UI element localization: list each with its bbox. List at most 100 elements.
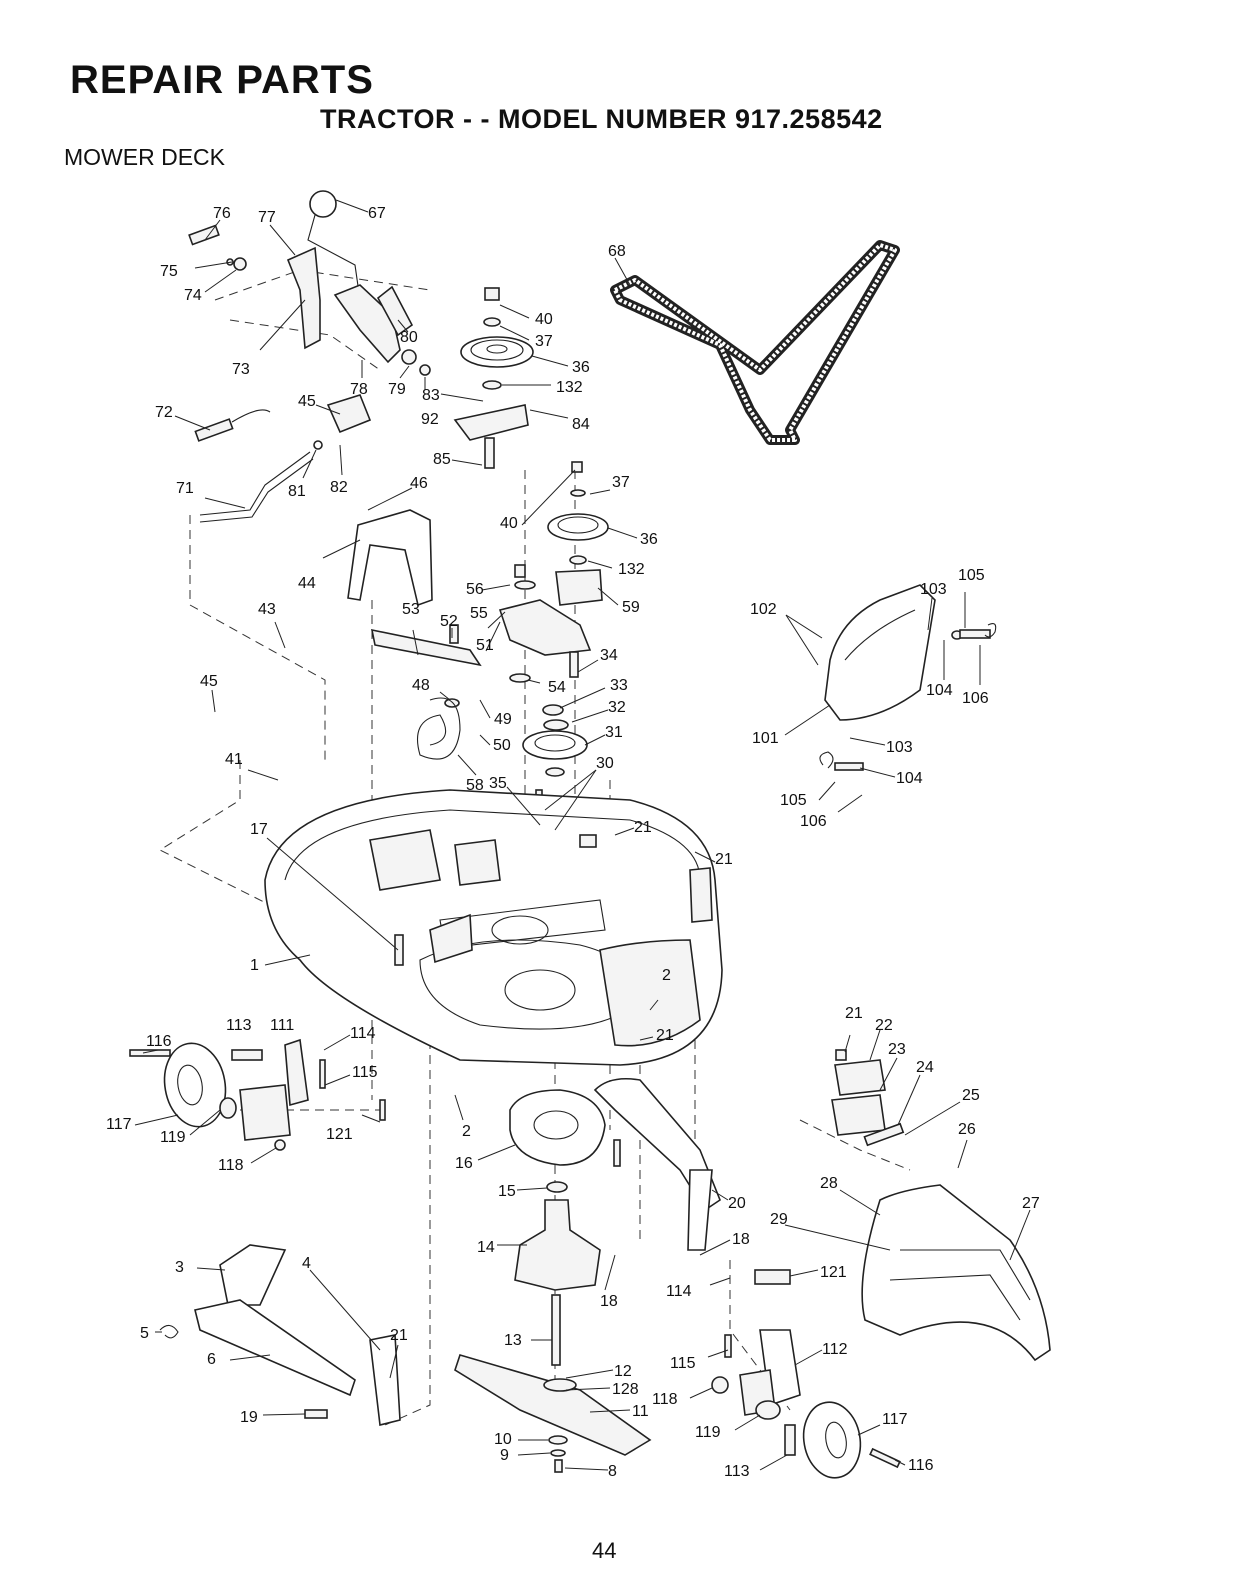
callout-55: 55 (470, 605, 488, 622)
callout-27: 27 (1022, 1195, 1040, 1212)
callout-67: 67 (368, 205, 386, 222)
callout-48: 48 (412, 677, 430, 694)
callout-59: 59 (622, 599, 640, 616)
callout-128: 128 (612, 1381, 639, 1398)
callout-5: 5 (140, 1325, 149, 1342)
callout-118-right: 118 (652, 1391, 678, 1408)
callout-75: 75 (160, 263, 178, 280)
idler-pulley-stack-lower (514, 461, 609, 606)
callout-45-lower: 45 (200, 673, 218, 690)
callout-34: 34 (600, 647, 618, 664)
callout-18-right: 18 (732, 1231, 750, 1248)
gauge-wheel-left (129, 1038, 386, 1151)
callout-78: 78 (350, 381, 368, 398)
callout-37-upper: 37 (535, 333, 553, 350)
callout-15: 15 (498, 1183, 516, 1200)
callout-labels: 76 77 67 75 74 73 80 78 79 83 92 45 72 7… (106, 205, 1040, 1480)
callout-1: 1 (250, 957, 259, 974)
callout-101: 101 (752, 730, 779, 747)
blade-spindle-stack (454, 1089, 652, 1473)
callout-29: 29 (770, 1211, 788, 1228)
callout-117-right: 117 (882, 1411, 908, 1428)
callout-43: 43 (258, 601, 276, 618)
callout-113-right: 113 (724, 1463, 750, 1480)
callout-71: 71 (176, 480, 194, 497)
callout-21-c: 21 (656, 1027, 674, 1044)
callout-leader-lines (134, 199, 1031, 1471)
callout-25: 25 (962, 1087, 980, 1104)
callout-105-bottom: 105 (780, 792, 807, 809)
gauge-wheel-right (711, 1269, 901, 1479)
callout-119-left: 119 (160, 1129, 186, 1146)
callout-116-right: 116 (908, 1457, 934, 1474)
callout-77: 77 (258, 209, 276, 226)
page-number: 44 (592, 1538, 617, 1563)
callout-50: 50 (493, 737, 511, 754)
callout-53: 53 (402, 601, 420, 618)
deflector-shield-right (819, 584, 997, 771)
callout-106-bottom: 106 (800, 813, 827, 830)
deck-lift-handle-assembly (188, 190, 431, 523)
callout-31: 31 (605, 724, 623, 741)
callout-58: 58 (466, 777, 484, 794)
callout-56: 56 (466, 581, 484, 598)
callout-4: 4 (302, 1255, 311, 1272)
callout-21-e: 21 (390, 1327, 408, 1344)
callout-6: 6 (207, 1351, 216, 1368)
callout-121-right: 121 (820, 1264, 847, 1281)
callout-8: 8 (608, 1463, 617, 1480)
callout-18-lower: 18 (600, 1293, 618, 1310)
callout-132-upper: 132 (556, 379, 583, 396)
callout-36-lower: 36 (640, 531, 658, 548)
callout-103-bottom: 103 (886, 739, 913, 756)
callout-13: 13 (504, 1332, 522, 1349)
callout-36-upper: 36 (572, 359, 590, 376)
callout-21-b: 21 (715, 851, 733, 868)
callout-52: 52 (440, 613, 458, 630)
callout-21-a: 21 (634, 819, 652, 836)
callout-84: 84 (572, 416, 590, 433)
front-baffle-arm (593, 1077, 721, 1251)
callout-85: 85 (433, 451, 451, 468)
callout-73: 73 (232, 361, 250, 378)
callout-26: 26 (958, 1121, 976, 1138)
callout-23: 23 (888, 1041, 906, 1058)
belt-guard (347, 509, 433, 607)
callout-113-left: 113 (226, 1017, 252, 1034)
model-subtitle: TRACTOR - - MODEL NUMBER 917.258542 (320, 104, 883, 134)
callout-81: 81 (288, 483, 306, 500)
idler-pulley-stack-upper (453, 287, 534, 469)
callout-116-left: 116 (146, 1033, 172, 1050)
callout-11: 11 (632, 1403, 649, 1420)
callout-22: 22 (875, 1017, 893, 1034)
callout-40-lower: 40 (500, 515, 518, 532)
callout-54: 54 (548, 679, 566, 696)
callout-115-right: 115 (670, 1355, 696, 1372)
callout-104-bottom: 104 (896, 770, 923, 787)
callout-111: 111 (270, 1017, 294, 1034)
callout-103-top: 103 (920, 581, 947, 598)
idler-arm-assembly (370, 599, 592, 760)
mower-deck-housing (264, 789, 723, 1066)
callout-14: 14 (477, 1239, 495, 1256)
callout-46: 46 (410, 475, 428, 492)
callout-102: 102 (750, 601, 777, 618)
callout-112: 112 (822, 1341, 848, 1358)
callout-32: 32 (608, 699, 626, 716)
callout-82: 82 (330, 479, 348, 496)
callout-33: 33 (610, 677, 628, 694)
page-title: REPAIR PARTS (70, 58, 374, 102)
callout-24: 24 (916, 1059, 934, 1076)
callout-68: 68 (608, 243, 626, 260)
callout-118-left: 118 (218, 1157, 244, 1174)
callout-2-lower: 2 (462, 1123, 471, 1140)
callout-21-d: 21 (845, 1005, 863, 1022)
callout-49: 49 (494, 711, 512, 728)
callout-119-right: 119 (695, 1424, 721, 1441)
callout-20: 20 (728, 1195, 746, 1212)
callout-30: 30 (596, 755, 614, 772)
callout-12: 12 (614, 1363, 632, 1380)
callout-44: 44 (298, 575, 316, 592)
callout-114-right: 114 (666, 1283, 692, 1300)
front-hanger-bracket (159, 1244, 401, 1426)
